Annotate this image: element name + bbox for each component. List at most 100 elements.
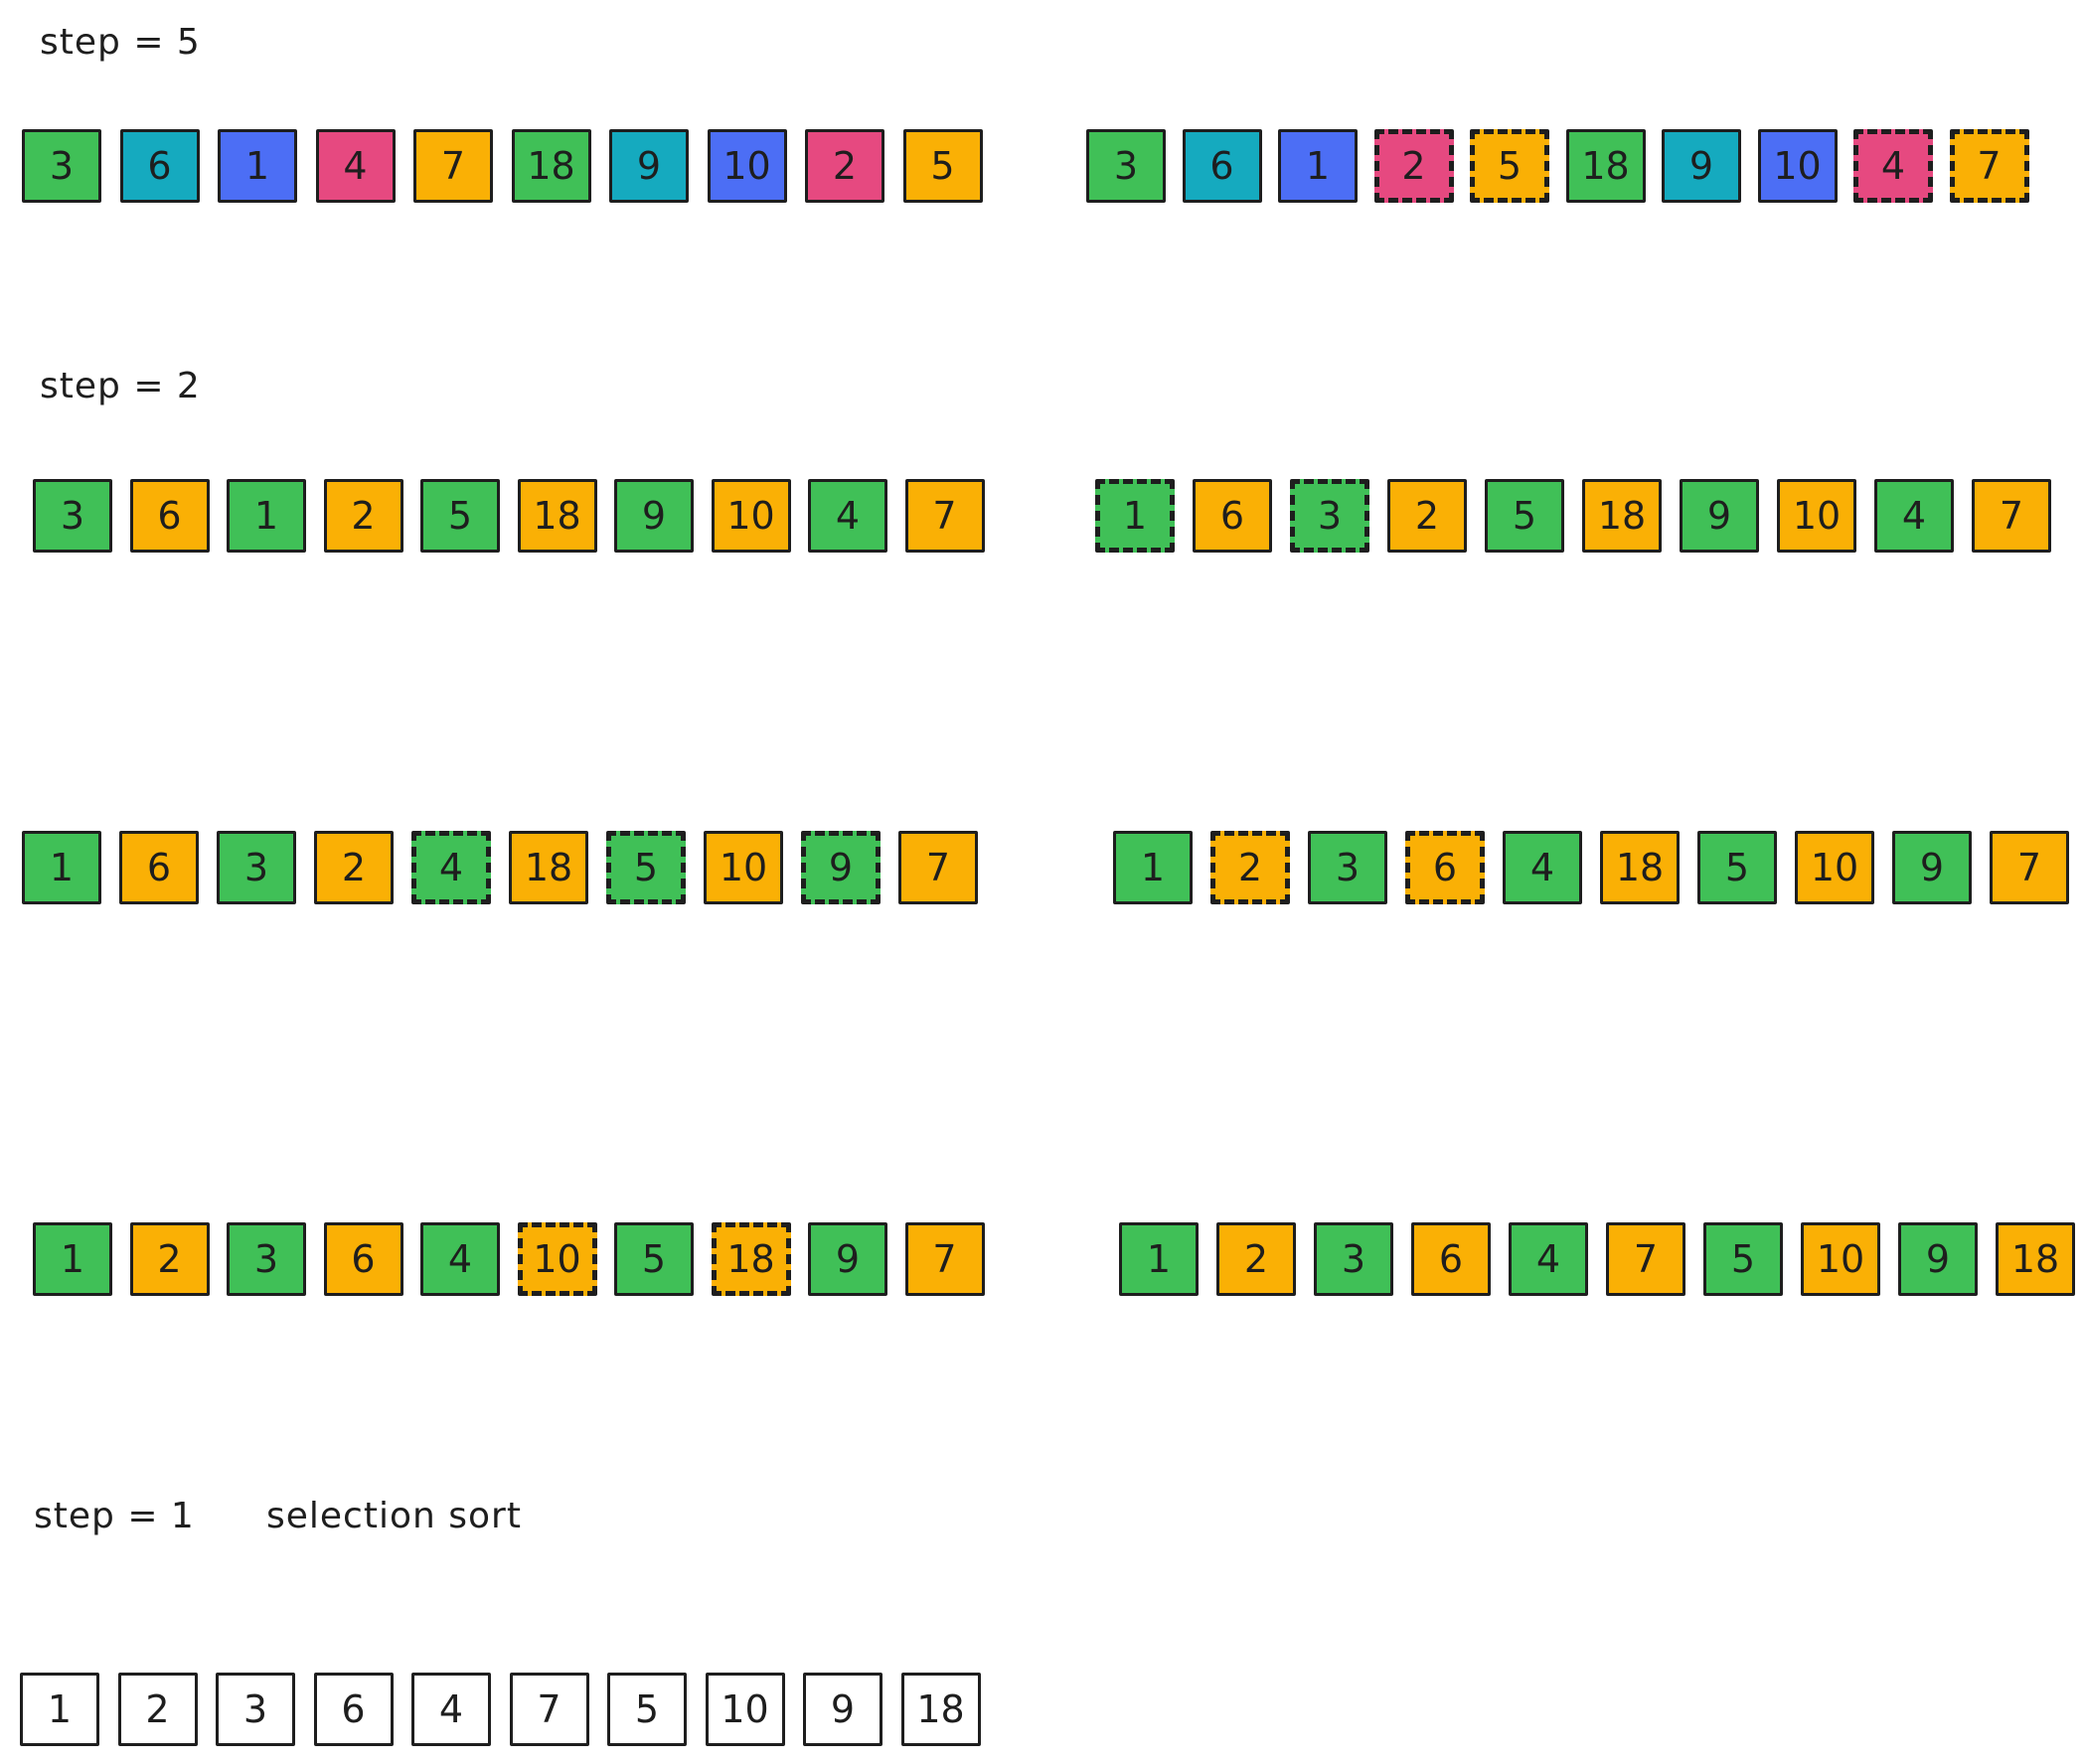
array-cell: 3 (1290, 479, 1369, 553)
selection-sort-label: selection sort (266, 1496, 522, 1536)
array-cell: 6 (323, 1222, 403, 1296)
array-cell: 7 (509, 1673, 589, 1746)
array-cell: 4 (420, 1222, 500, 1296)
array-cell: 5 (902, 129, 983, 203)
array-cell: 10 (711, 479, 791, 553)
array-cell: 6 (119, 129, 200, 203)
step-2-label: step = 2 (40, 366, 201, 406)
array-cell: 3 (227, 1222, 306, 1296)
array-cell: 3 (217, 831, 296, 904)
array-cell: 1 (1278, 129, 1358, 203)
array-cell: 5 (1703, 1222, 1783, 1296)
array-cell: 7 (904, 1222, 985, 1296)
array-cell: 5 (607, 1673, 687, 1746)
array-cell: 2 (1210, 831, 1290, 904)
array-cell: 3 (1308, 831, 1387, 904)
array-cell: 7 (1990, 831, 2069, 904)
array-cell: 5 (606, 831, 686, 904)
array-cell: 4 (1509, 1222, 1588, 1296)
array-cell: 6 (1182, 129, 1262, 203)
array-cell: 9 (609, 129, 689, 203)
array-cell: 10 (517, 1222, 597, 1296)
array-cell: 9 (1680, 479, 1759, 553)
array-cell: 2 (117, 1673, 198, 1746)
array-cell: 2 (129, 1222, 210, 1296)
array-cell: 1 (1095, 479, 1175, 553)
step-1-label: step = 1 (34, 1496, 195, 1536)
array-cell: 6 (119, 831, 199, 904)
array-cell: 7 (413, 129, 493, 203)
array-cell: 18 (509, 831, 588, 904)
array-cell: 18 (517, 479, 597, 553)
array-cell: 1 (227, 479, 306, 553)
array-cell: 7 (904, 479, 985, 553)
array-cell: 4 (1853, 129, 1933, 203)
array-cell: 2 (323, 479, 403, 553)
array-cell: 3 (1314, 1222, 1393, 1296)
array-cell: 7 (1606, 1222, 1685, 1296)
array-cell: 6 (1411, 1222, 1491, 1296)
array-cell: 5 (614, 1222, 694, 1296)
array-cell: 4 (808, 479, 887, 553)
array-cell: 3 (216, 1673, 295, 1746)
array-cell: 1 (20, 1673, 99, 1746)
array-cell: 4 (1874, 479, 1954, 553)
array-cell: 9 (803, 1673, 882, 1746)
array-cell: 10 (1795, 831, 1874, 904)
array-cell: 10 (707, 129, 787, 203)
array-cell: 9 (1662, 129, 1741, 203)
array-cell: 5 (1485, 479, 1564, 553)
array-cell: 9 (614, 479, 694, 553)
array-cell: 3 (33, 479, 112, 553)
array-cell: 18 (1600, 831, 1680, 904)
array-cell: 3 (1086, 129, 1166, 203)
array-cell: 1 (1119, 1222, 1199, 1296)
array-cell: 18 (1565, 129, 1646, 203)
array-cell: 2 (805, 129, 884, 203)
array-cell: 5 (1697, 831, 1777, 904)
array-cell: 18 (900, 1673, 981, 1746)
array-cell: 2 (314, 831, 394, 904)
array-cell: 9 (1892, 831, 1972, 904)
array-cell: 7 (1972, 479, 2051, 553)
array-cell: 18 (711, 1222, 791, 1296)
array-cell: 5 (420, 479, 500, 553)
array-cell: 5 (1470, 129, 1549, 203)
array-cell: 6 (1193, 479, 1272, 553)
array-cell: 10 (1757, 129, 1838, 203)
array-cell: 4 (411, 1673, 491, 1746)
array-cell: 2 (1387, 479, 1467, 553)
array-cell: 3 (22, 129, 101, 203)
array-cell: 4 (1503, 831, 1582, 904)
array-cell: 1 (218, 129, 297, 203)
array-cell: 10 (704, 831, 783, 904)
array-cell: 18 (511, 129, 591, 203)
array-cell: 9 (1898, 1222, 1978, 1296)
array-cell: 4 (315, 129, 396, 203)
array-cell: 6 (313, 1673, 394, 1746)
array-cell: 18 (1582, 479, 1662, 553)
array-cell: 7 (1949, 129, 2029, 203)
array-cell: 9 (801, 831, 881, 904)
array-cell: 10 (705, 1673, 785, 1746)
step-5-label: step = 5 (40, 22, 201, 63)
array-cell: 6 (1405, 831, 1485, 904)
array-cell: 10 (1777, 479, 1856, 553)
array-cell: 18 (1996, 1222, 2075, 1296)
array-cell: 1 (22, 831, 101, 904)
array-cell: 7 (898, 831, 978, 904)
array-cell: 6 (129, 479, 210, 553)
array-cell: 1 (33, 1222, 112, 1296)
array-cell: 2 (1216, 1222, 1296, 1296)
array-cell: 2 (1373, 129, 1454, 203)
array-cell: 1 (1113, 831, 1193, 904)
array-cell: 10 (1801, 1222, 1880, 1296)
